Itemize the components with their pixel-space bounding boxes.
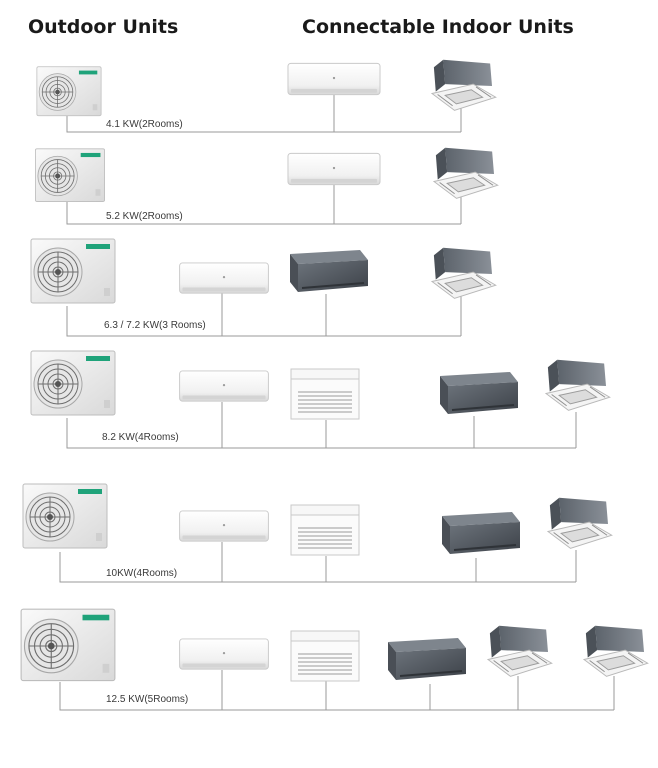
outdoor-unit-image <box>30 350 116 418</box>
wall-mounted-unit-image <box>178 638 270 672</box>
system-row-1: 4.1 KW(2Rooms) <box>0 56 658 136</box>
floor-ceiling-unit-image <box>290 504 360 556</box>
pipe-connector <box>66 402 577 449</box>
wall-mounted-unit-image <box>287 62 381 98</box>
system-row-6: 12.5 KW(5Rooms) <box>0 604 658 714</box>
ducted-unit-image <box>430 368 520 418</box>
capacity-label: 12.5 KW(5Rooms) <box>104 694 191 705</box>
cassette-unit-image <box>422 244 502 304</box>
capacity-label: 10KW(4Rooms) <box>104 568 180 579</box>
cassette-unit-image <box>538 494 618 554</box>
capacity-label: 4.1 KW(2Rooms) <box>104 119 185 130</box>
cassette-unit-image <box>424 144 504 204</box>
outdoor-unit-image <box>22 482 108 552</box>
pipe-connector <box>66 184 462 225</box>
pipe-connector <box>66 292 462 337</box>
pipe-connector <box>59 542 577 583</box>
pipe-connector <box>59 670 615 711</box>
outdoor-unit-image <box>28 148 112 204</box>
cassette-unit-image <box>536 356 616 416</box>
wall-mounted-unit-image <box>178 510 270 544</box>
cassette-unit-image <box>478 622 558 682</box>
system-row-3: 6.3 / 7.2 KW(3 Rooms) <box>0 236 658 340</box>
indoor-units-heading: Connectable Indoor Units <box>302 16 574 38</box>
capacity-label: 6.3 / 7.2 KW(3 Rooms) <box>102 320 208 331</box>
ducted-unit-image <box>280 246 370 296</box>
system-row-5: 10KW(4Rooms) <box>0 480 658 590</box>
outdoor-units-heading: Outdoor Units <box>28 16 179 38</box>
cassette-unit-image <box>574 622 654 682</box>
floor-ceiling-unit-image <box>290 630 360 682</box>
ducted-unit-image <box>432 508 522 558</box>
ducted-unit-image <box>378 634 468 684</box>
system-row-2: 5.2 KW(2Rooms) <box>0 144 658 228</box>
wall-mounted-unit-image <box>287 152 381 188</box>
wall-mounted-unit-image <box>178 370 270 404</box>
floor-ceiling-unit-image <box>290 368 360 420</box>
outdoor-unit-image <box>20 606 116 686</box>
outdoor-unit-image <box>30 238 116 306</box>
capacity-label: 8.2 KW(4Rooms) <box>100 432 181 443</box>
outdoor-unit-image <box>36 66 102 118</box>
system-row-4: 8.2 KW(4Rooms) <box>0 348 658 452</box>
wall-mounted-unit-image <box>178 262 270 296</box>
capacity-label: 5.2 KW(2Rooms) <box>104 211 185 222</box>
cassette-unit-image <box>422 56 502 116</box>
